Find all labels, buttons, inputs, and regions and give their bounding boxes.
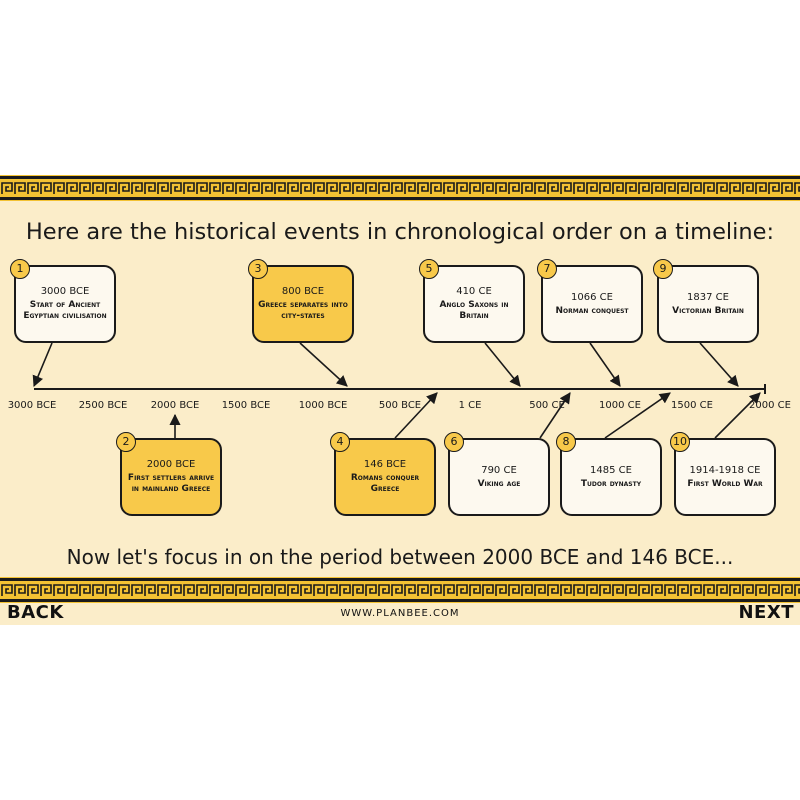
event-number-badge: 2 xyxy=(116,432,136,452)
timeline-tick-label: 1000 BCE xyxy=(298,400,348,411)
event-date: 2000 BCE xyxy=(146,459,196,470)
slide: Here are the historical events in chrono… xyxy=(0,175,800,625)
timeline-tick-label: 500 CE xyxy=(529,400,565,411)
event-connector-arrow xyxy=(32,342,53,388)
timeline-tick-label: 1500 BCE xyxy=(221,400,271,411)
event-name: Tudor dynasty xyxy=(580,478,642,489)
timeline-tick-label: 1000 CE xyxy=(599,400,641,411)
event-connector-arrow xyxy=(539,392,571,439)
event-number-badge: 8 xyxy=(556,432,576,452)
event-name: First settlers arrive in mainland Greece xyxy=(127,473,215,494)
event-name: Norman conquest xyxy=(555,305,629,316)
event-connector-arrow xyxy=(484,342,521,387)
event-name: Anglo Saxons in Britain xyxy=(439,300,509,321)
event-date: 410 CE xyxy=(456,286,492,297)
next-button[interactable]: NEXT xyxy=(738,602,794,623)
event-name: Greece separates into city-states xyxy=(258,300,348,321)
event-name: Start of Ancient Egyptian civilisation xyxy=(23,300,107,321)
top-greek-key-border xyxy=(0,175,800,201)
event-date: 1066 CE xyxy=(571,291,613,303)
slide-title: Here are the historical events in chrono… xyxy=(25,219,775,245)
event-card: 1914-1918 CE First World War xyxy=(674,438,776,516)
timeline-tick-label: 500 BCE xyxy=(378,400,422,411)
event-card: 1066 CE Norman conquest xyxy=(541,265,643,343)
event-connector-arrow xyxy=(699,342,739,387)
event-card: 410 CE Anglo Saxons in Britain xyxy=(423,265,525,343)
slide-subtitle: Now let's focus in on the period between… xyxy=(66,545,734,569)
timeline-tick-label: 1 CE xyxy=(458,400,482,411)
event-connector-arrow xyxy=(299,342,348,387)
event-number-badge: 3 xyxy=(248,259,268,279)
timeline-tick-label: 2000 CE xyxy=(749,400,791,411)
event-date: 800 BCE xyxy=(281,286,325,297)
timeline-tick-label: 3000 BCE xyxy=(7,400,57,411)
event-date: 3000 BCE xyxy=(40,286,90,297)
event-name: Romans conquer Greece xyxy=(350,473,420,494)
event-number-badge: 1 xyxy=(10,259,30,279)
event-card: 1837 CE Victorian Britain xyxy=(657,265,759,343)
event-number-badge: 6 xyxy=(444,432,464,452)
event-connector-arrow xyxy=(394,392,438,439)
bottom-greek-key-border xyxy=(0,577,800,603)
event-connector-arrow xyxy=(589,342,621,387)
event-number-badge: 10 xyxy=(670,432,690,452)
event-date: 1485 CE xyxy=(590,464,632,476)
event-card: 790 CE Viking age xyxy=(448,438,550,516)
event-card: 146 BCE Romans conquer Greece xyxy=(334,438,436,516)
event-number-badge: 9 xyxy=(653,259,673,279)
event-card: 800 BCE Greece separates into city-states xyxy=(252,265,354,343)
website-link[interactable]: WWW.PLANBEE.COM xyxy=(340,608,460,619)
event-name: First World War xyxy=(687,478,763,489)
event-number-badge: 7 xyxy=(537,259,557,279)
event-date: 1837 CE xyxy=(687,291,729,303)
event-card: 3000 BCE Start of Ancient Egyptian civili… xyxy=(14,265,116,343)
event-name: Victorian Britain xyxy=(672,305,744,316)
event-card: 2000 BCE First settlers arrive in mainlan… xyxy=(120,438,222,516)
timeline-tick-label: 2500 BCE xyxy=(78,400,128,411)
event-date: 790 CE xyxy=(481,464,517,476)
event-number-badge: 4 xyxy=(330,432,350,452)
event-connector-arrow xyxy=(604,392,671,439)
event-date: 1914-1918 CE xyxy=(689,464,761,476)
timeline-tick-label: 2000 BCE xyxy=(150,400,200,411)
event-date: 146 BCE xyxy=(363,459,407,470)
timeline-tick-label: 1500 CE xyxy=(671,400,713,411)
event-card: 1485 CE Tudor dynasty xyxy=(560,438,662,516)
event-number-badge: 5 xyxy=(419,259,439,279)
back-button[interactable]: BACK xyxy=(7,602,64,623)
timeline xyxy=(32,342,766,439)
event-connector-arrow xyxy=(714,392,761,439)
event-name: Viking age xyxy=(477,478,521,489)
